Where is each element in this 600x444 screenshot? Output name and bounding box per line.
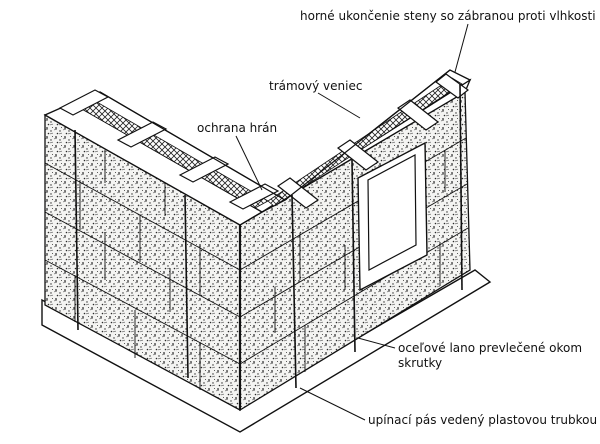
moisture-barrier	[99, 69, 451, 201]
window-opening	[367, 154, 417, 271]
cross-boards	[58, 73, 469, 210]
label-beam-collar: trámový veniec	[269, 79, 363, 93]
label-top-finish: horné ukončenie steny so zábranou proti …	[300, 9, 596, 23]
label-steel-cable: oceľové lano prevlečené okom skrutky	[398, 341, 583, 370]
straps	[74, 83, 463, 389]
leader-lines	[235, 23, 469, 421]
label-strap: upínací pás vedený plastovou trubkou	[368, 413, 598, 427]
label-edge-protection: ochrana hrán	[197, 121, 278, 135]
